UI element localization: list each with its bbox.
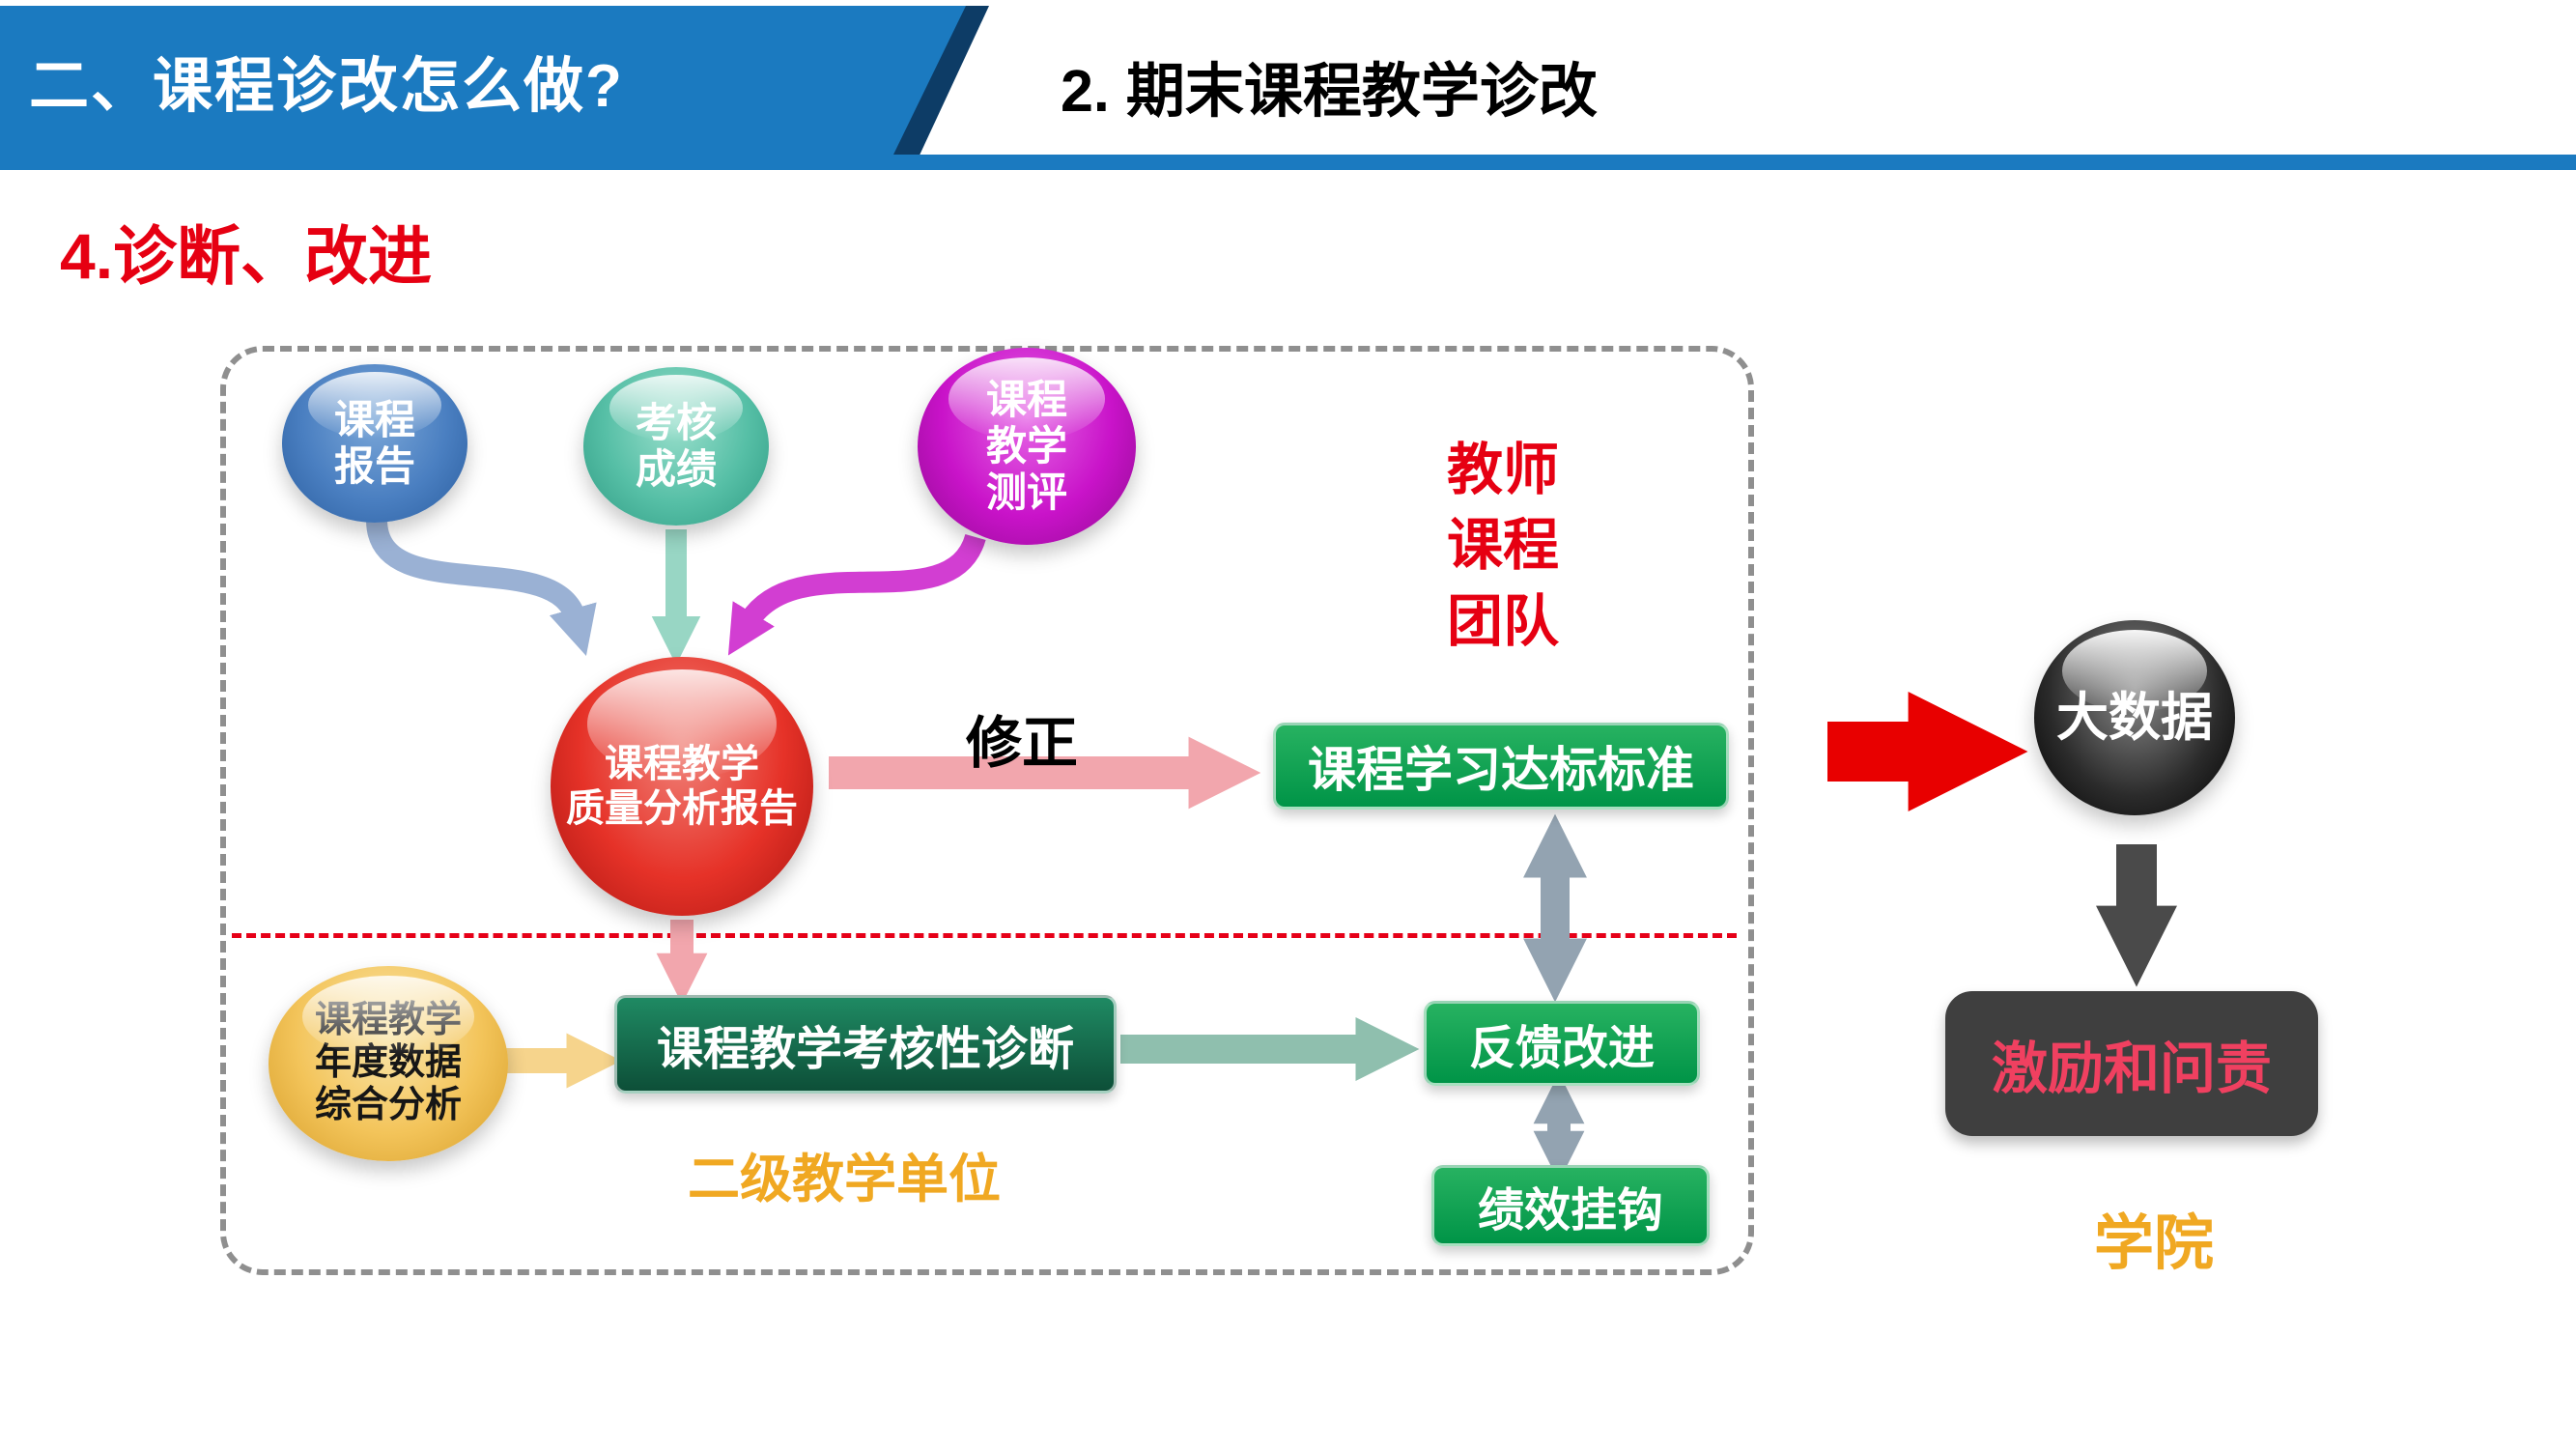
- label-fix: 修正: [966, 712, 1079, 775]
- sphere-annual-data-analysis: 课程教学 年度数据 综合分析: [269, 966, 508, 1161]
- sphere-course-teaching-eval: 课程 教学 测评: [918, 348, 1136, 545]
- page-title: 2. 期末课程教学诊改: [1061, 58, 1598, 124]
- sphere-bigdata: 大数据: [2034, 620, 2235, 815]
- box-assessment-diagnosis: 课程教学考核性诊断: [614, 995, 1117, 1094]
- box-incentive-accountability: 激励和问责: [1945, 991, 2318, 1136]
- label-secondary-teaching-unit: 二级教学单位: [688, 1151, 1001, 1208]
- sphere-assessment-scores: 考核 成绩: [583, 367, 769, 526]
- sphere-quality-analysis-report: 课程教学 质量分析报告: [551, 657, 813, 916]
- sphere-course-report: 课程 报告: [282, 364, 467, 523]
- section-heading: 4.诊断、改进: [60, 220, 433, 292]
- box-feedback-improve: 反馈改进: [1424, 1001, 1700, 1086]
- banner-title: 二、课程诊改怎么做?: [29, 53, 624, 120]
- box-learning-standard: 课程学习达标标准: [1273, 723, 1729, 810]
- red-dashed-divider: [232, 933, 1737, 938]
- label-college: 学院: [2094, 1210, 2215, 1277]
- label-teacher-course-team: 教师 课程 团队: [1447, 439, 1560, 653]
- box-performance-link: 绩效挂钩: [1431, 1165, 1710, 1246]
- header-banner: 二、课程诊改怎么做?: [0, 6, 966, 155]
- header-underline: [0, 155, 2576, 170]
- process-frame: [220, 346, 1754, 1275]
